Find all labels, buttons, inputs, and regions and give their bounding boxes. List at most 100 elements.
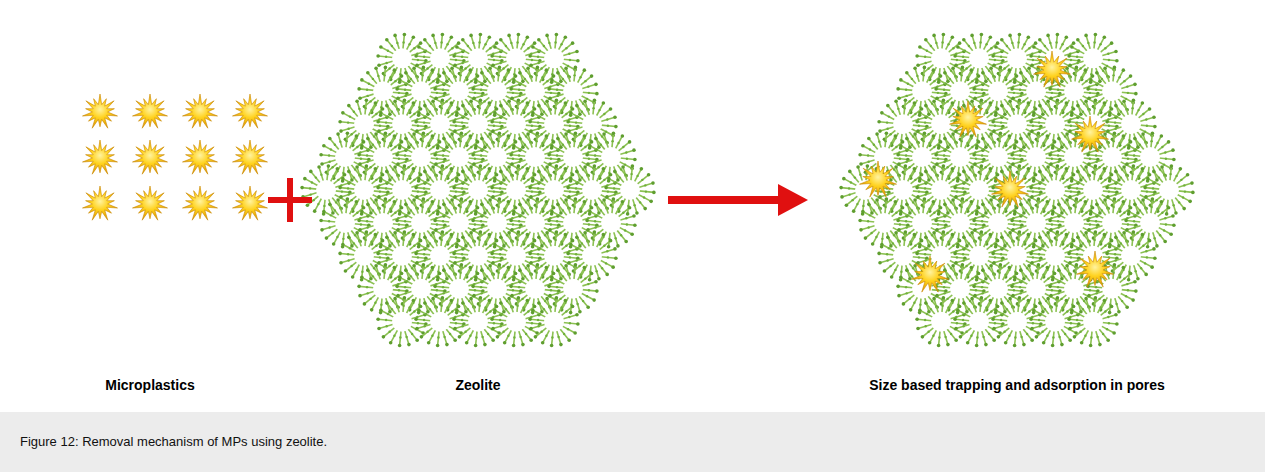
framework-atom [360,210,364,214]
framework-atom [320,173,322,175]
framework-atom [387,50,389,52]
framework-atom [366,154,368,156]
framework-atom [341,190,343,192]
framework-atom [459,74,461,76]
framework-atom [343,173,347,177]
framework-atom [545,68,549,72]
framework-atom [453,141,455,143]
framework-atom [422,131,426,135]
framework-atom [407,145,411,149]
framework-atom [548,162,552,166]
framework-atom [548,96,552,100]
framework-atom [552,206,556,210]
framework-atom [441,33,445,37]
framework-atom [505,176,507,178]
framework-atom [518,95,520,97]
framework-atom [347,104,351,108]
framework-atom [375,179,377,181]
framework-atom [644,184,646,186]
framework-atom [404,203,408,207]
framework-atom [467,111,469,113]
framework-atom [358,162,362,166]
framework-atom [393,134,397,138]
framework-atom [643,196,645,198]
framework-atom [568,53,570,55]
framework-atom [353,111,355,113]
framework-atom [377,75,379,77]
framework-atom [376,120,380,124]
framework-atom [442,203,446,207]
framework-atom [328,220,330,222]
framework-atom [385,104,389,108]
framework-atom [633,204,635,206]
framework-atom [620,168,622,170]
framework-atom [544,102,546,104]
framework-atom [486,78,488,80]
framework-atom [493,45,497,49]
framework-atom [351,142,353,144]
framework-atom [347,121,349,123]
framework-atom [434,42,436,44]
framework-atom [468,102,470,104]
framework-atom [578,199,580,201]
framework-atom [357,87,361,91]
framework-atom [525,70,527,72]
framework-atom [436,223,438,225]
framework-atom [369,145,373,149]
framework-atom [325,236,329,240]
framework-atom [510,96,514,100]
framework-atom [400,74,404,78]
framework-atom [451,47,453,49]
framework-atom [528,54,532,58]
framework-atom [510,162,514,166]
framework-atom [353,176,355,178]
framework-atom [487,135,489,137]
framework-atom [350,244,354,248]
framework-atom [355,165,359,169]
framework-atom [450,66,454,70]
framework-atom [374,101,378,105]
framework-atom [414,186,418,190]
framework-atom [455,59,457,61]
framework-atom [319,153,323,157]
framework-atom [619,176,621,178]
framework-atom [442,88,444,90]
framework-atom [459,206,461,208]
framework-atom [410,209,412,211]
framework-atom [358,173,360,175]
framework-atom [455,125,457,127]
framework-atom [526,132,530,136]
framework-atom [554,173,556,175]
framework-atom [379,125,381,127]
framework-atom [451,179,453,181]
framework-atom [569,177,573,181]
framework-atom [484,43,486,45]
framework-atom [508,212,510,214]
framework-atom [582,102,584,104]
framework-atom [402,41,404,43]
framework-atom [429,176,431,178]
framework-atom [358,108,360,110]
framework-atom [631,164,635,168]
framework-atom [499,170,503,174]
framework-atom [507,34,511,38]
framework-atom [559,80,563,84]
framework-atom [566,186,570,190]
framework-atom [392,102,394,104]
framework-atom [525,201,527,203]
framework-atom [381,173,385,177]
framework-atom [529,75,531,77]
framework-atom [414,54,418,58]
framework-atom [569,59,571,61]
framework-atom [366,203,370,207]
framework-atom [603,113,605,115]
framework-atom [396,42,398,44]
framework-atom [395,219,399,223]
framework-atom [526,35,530,39]
framework-atom [368,148,370,150]
framework-atom [433,219,437,223]
framework-atom [559,145,563,149]
framework-atom [470,212,472,214]
framework-atom [574,66,578,70]
framework-atom [423,62,425,64]
